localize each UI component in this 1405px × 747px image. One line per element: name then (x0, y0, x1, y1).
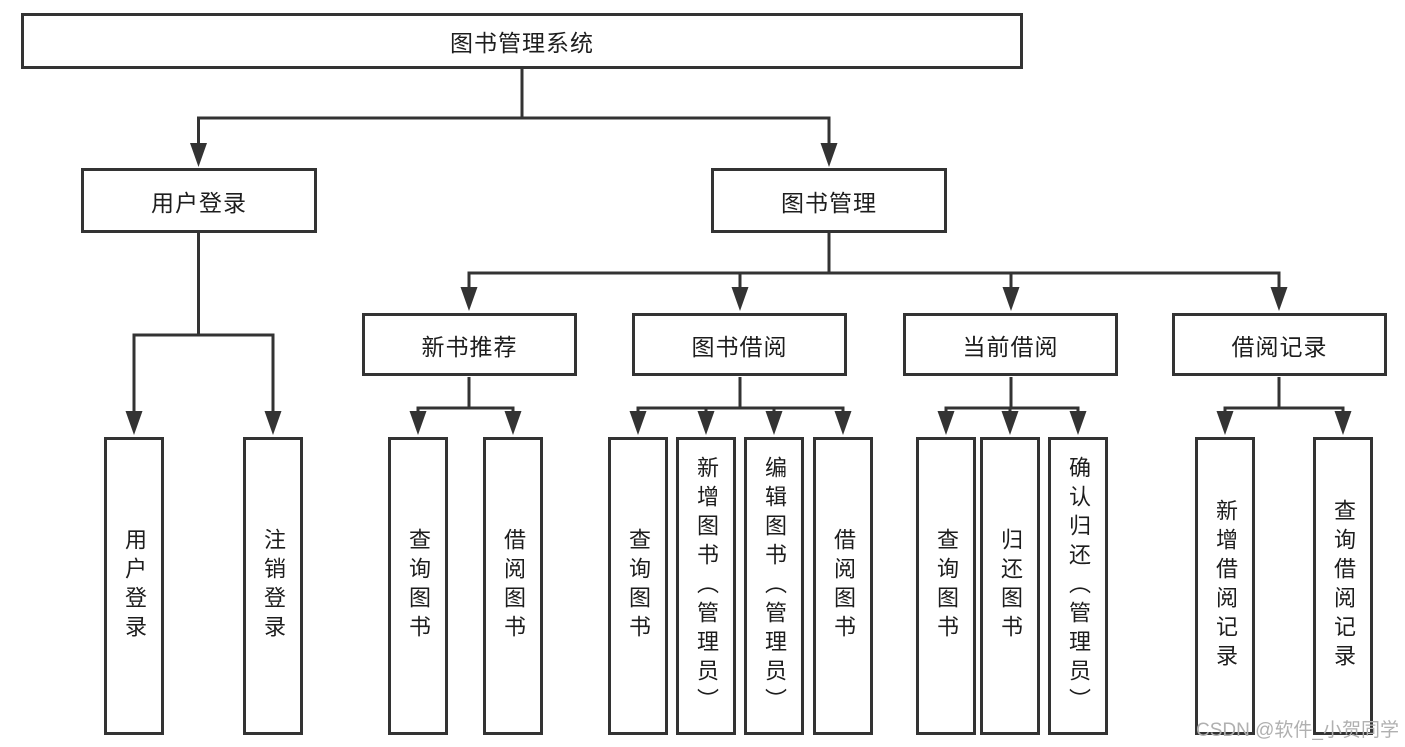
node-label: 图书借阅 (691, 333, 788, 360)
node-label: 编辑图书（管理员） (762, 455, 787, 717)
node-borrowing-records: 借阅记录 (1172, 313, 1387, 376)
node-label: 新增图书（管理员） (694, 455, 719, 717)
leaf-edit-book-admin: 编辑图书（管理员） (744, 437, 804, 735)
node-label: 查询图书 (406, 528, 431, 644)
node-library-management-system: 图书管理系统 (21, 13, 1023, 69)
leaf-user-login: 用户登录 (104, 437, 164, 735)
node-label: 确认归还（管理员） (1066, 455, 1091, 717)
node-label: 借阅记录 (1231, 333, 1328, 360)
node-label: 查询图书 (626, 528, 651, 644)
leaf-borrow-books-borrowing: 借阅图书 (813, 437, 873, 735)
node-label: 借阅图书 (501, 528, 526, 644)
leaf-query-books-recommend: 查询图书 (388, 437, 448, 735)
node-current-borrowing: 当前借阅 (903, 313, 1118, 376)
leaf-query-books-current: 查询图书 (916, 437, 976, 735)
leaf-logout-login: 注销登录 (243, 437, 303, 735)
node-book-borrowing: 图书借阅 (632, 313, 847, 376)
leaf-add-book-admin: 新增图书（管理员） (676, 437, 736, 735)
node-book-management: 图书管理 (711, 168, 947, 233)
node-label: 查询图书 (934, 528, 959, 644)
node-label: 图书管理系统 (450, 30, 594, 56)
node-new-book-recommend: 新书推荐 (362, 313, 577, 376)
node-label: 新增借阅记录 (1213, 499, 1238, 673)
node-label: 新书推荐 (421, 333, 518, 360)
node-label: 图书管理 (781, 189, 877, 216)
node-user-login: 用户登录 (81, 168, 317, 233)
leaf-confirm-return-admin: 确认归还（管理员） (1048, 437, 1108, 735)
csdn-watermark: CSDN @软件_小贺同学 (1196, 720, 1399, 741)
node-label: 用户登录 (122, 528, 147, 644)
node-label: 借阅图书 (831, 528, 856, 644)
leaf-add-borrow-record: 新增借阅记录 (1195, 437, 1255, 735)
node-label: 查询借阅记录 (1331, 499, 1356, 673)
leaf-query-borrow-record: 查询借阅记录 (1313, 437, 1373, 735)
node-label: 当前借阅 (962, 333, 1059, 360)
leaf-return-books: 归还图书 (980, 437, 1040, 735)
node-label: 归还图书 (998, 528, 1023, 644)
leaf-borrow-books-recommend: 借阅图书 (483, 437, 543, 735)
node-label: 用户登录 (151, 189, 247, 216)
node-label: 注销登录 (261, 528, 286, 644)
leaf-query-books-borrowing: 查询图书 (608, 437, 668, 735)
